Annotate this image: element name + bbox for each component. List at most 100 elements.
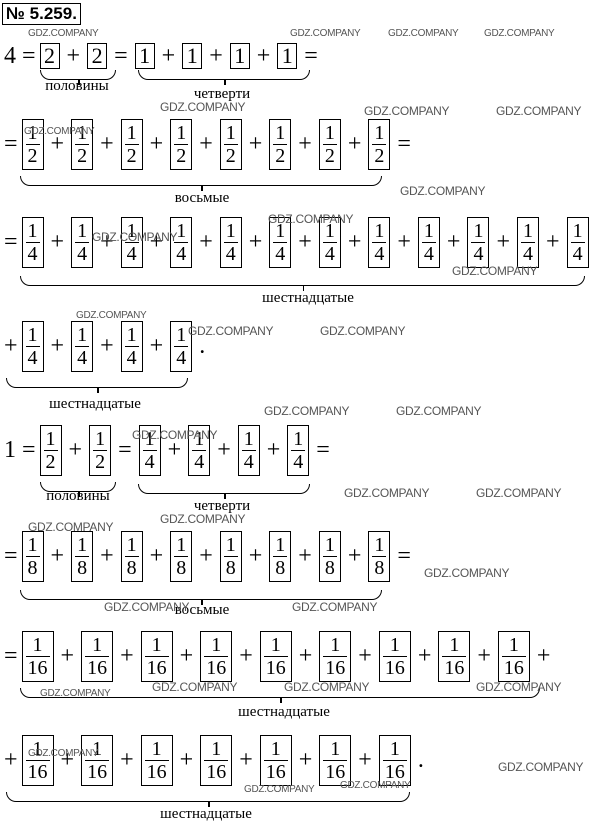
numerator: 1 (92, 633, 103, 656)
denominator: 16 (323, 655, 348, 679)
plus-sign: + (347, 130, 362, 157)
watermark: GDZ.COMPANY (496, 104, 582, 118)
plus-sign: + (100, 542, 114, 569)
numerator: 1 (77, 121, 88, 144)
numerator: 1 (77, 219, 88, 242)
denominator: 4 (174, 241, 189, 265)
denominator: 2 (372, 143, 387, 167)
denominator: 16 (85, 759, 110, 783)
numerator: 1 (330, 633, 341, 656)
watermark: GDZ.COMPANY (476, 680, 562, 694)
equation-end: . (417, 746, 424, 773)
brace-label-eighths-1: восьмые (174, 190, 230, 206)
plus-sign: + (100, 228, 114, 255)
numerator: 1 (176, 533, 187, 556)
equation-lead: = (4, 542, 18, 569)
denominator: 2 (93, 449, 108, 473)
plus-sign: + (60, 642, 75, 669)
plus-sign: + (358, 746, 372, 773)
denominator: 4 (142, 449, 157, 473)
denominator: 16 (382, 655, 407, 679)
brace-sixteenths-4 (6, 792, 410, 807)
brace-label-eighths-2: восьмые (174, 602, 230, 618)
denominator: 4 (471, 241, 486, 265)
denominator: 4 (241, 449, 256, 473)
numerator: 1 (508, 633, 519, 656)
equation-lead: 1 = (4, 436, 36, 463)
denominator: 2 (43, 449, 58, 473)
denominator: 8 (372, 555, 387, 579)
numerator: 1 (324, 121, 335, 144)
numerator: 1 (324, 533, 335, 556)
plus-sign: + (100, 130, 114, 157)
numerator: 1 (523, 219, 534, 242)
numerator: 1 (95, 427, 106, 450)
equation-end: + (536, 642, 551, 669)
plus-sign: + (199, 228, 213, 255)
watermark: GDZ.COMPANY (92, 230, 178, 244)
numerator: 1 (293, 427, 304, 450)
denominator: 16 (204, 655, 229, 679)
integer-box: 2 (87, 43, 108, 69)
numerator: 1 (27, 323, 38, 346)
numerator: 1 (126, 533, 137, 556)
plus-sign: + (298, 542, 312, 569)
plus-sign: + (209, 42, 223, 69)
equation-lead: = (4, 642, 18, 669)
denominator: 16 (204, 759, 229, 783)
watermark: GDZ.COMPANY (264, 404, 350, 418)
watermark: GDZ.COMPANY (244, 784, 315, 795)
numerator: 1 (572, 219, 583, 242)
denominator: 4 (291, 449, 306, 473)
brace-label-quarters-1: четверти (193, 86, 251, 102)
equation-end: = (316, 436, 330, 463)
watermark: GDZ.COMPANY (344, 486, 430, 500)
watermark: GDZ.COMPANY (396, 404, 482, 418)
brace-label-sixteenths-1: шестнадцатые (262, 290, 354, 306)
denominator: 4 (322, 241, 337, 265)
denominator: 4 (124, 345, 139, 369)
brace-eighths-2 (20, 590, 382, 605)
plus-sign: + (248, 228, 263, 255)
numerator: 1 (270, 633, 281, 656)
denominator: 2 (223, 143, 238, 167)
numerator: 1 (126, 219, 137, 242)
integer-box: 2 (39, 43, 60, 69)
